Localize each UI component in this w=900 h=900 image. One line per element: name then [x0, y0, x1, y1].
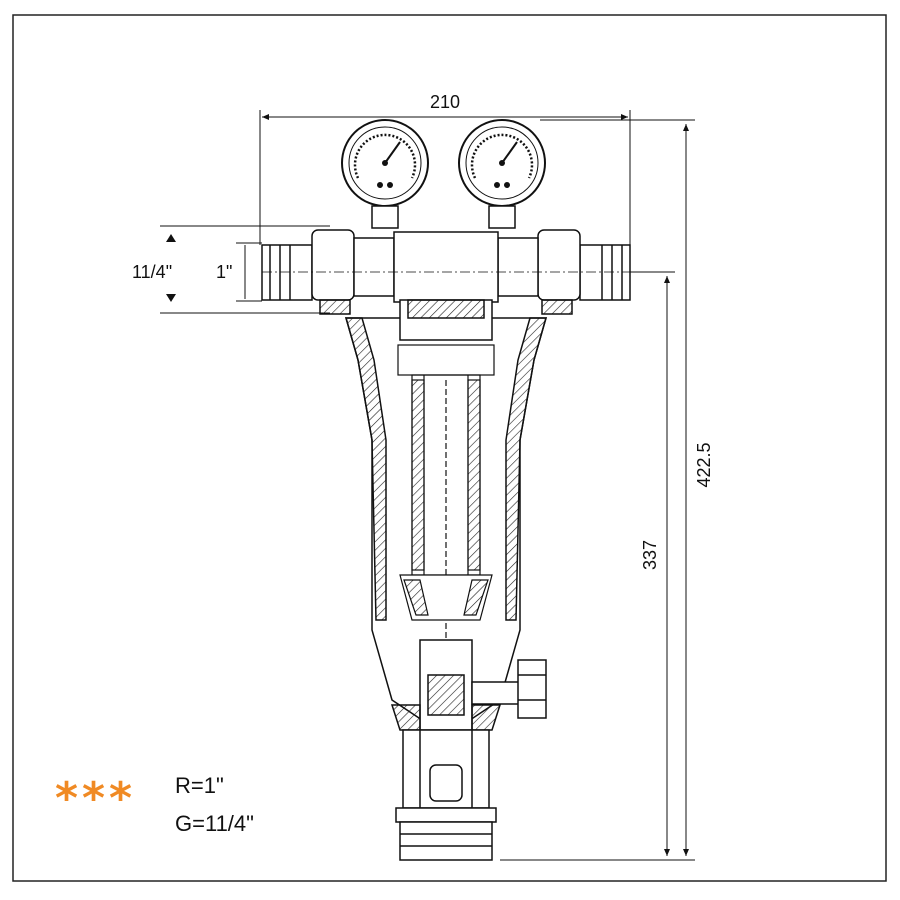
body-height-dimension — [630, 271, 675, 856]
drain-outlet — [395, 729, 497, 861]
arrow-up-icon — [166, 234, 176, 242]
inlet-connection — [261, 229, 395, 315]
outer-thread-label: 11/4" — [132, 262, 172, 282]
body-height-label: 337 — [640, 540, 660, 570]
inner-thread-label: 1" — [216, 262, 232, 282]
legend-line-r: R=1" — [175, 773, 224, 798]
outlet-connection — [497, 229, 631, 315]
pressure-gauge-left — [341, 119, 429, 229]
width-dimension — [259, 110, 631, 245]
drawing-border — [12, 14, 887, 882]
filter-element — [397, 344, 495, 640]
pressure-gauge-right — [458, 119, 546, 229]
overall-height-label: 422.5 — [694, 442, 714, 487]
overall-height-dimension — [500, 119, 695, 861]
thread-dimension — [160, 225, 330, 314]
asterisk-marker: *** — [55, 773, 137, 824]
filter-head — [393, 231, 499, 303]
width-dimension-label: 210 — [430, 92, 460, 112]
legend-line-g: G=11/4" — [175, 811, 254, 836]
arrow-down-icon — [166, 294, 176, 302]
drain-valve — [390, 639, 547, 731]
